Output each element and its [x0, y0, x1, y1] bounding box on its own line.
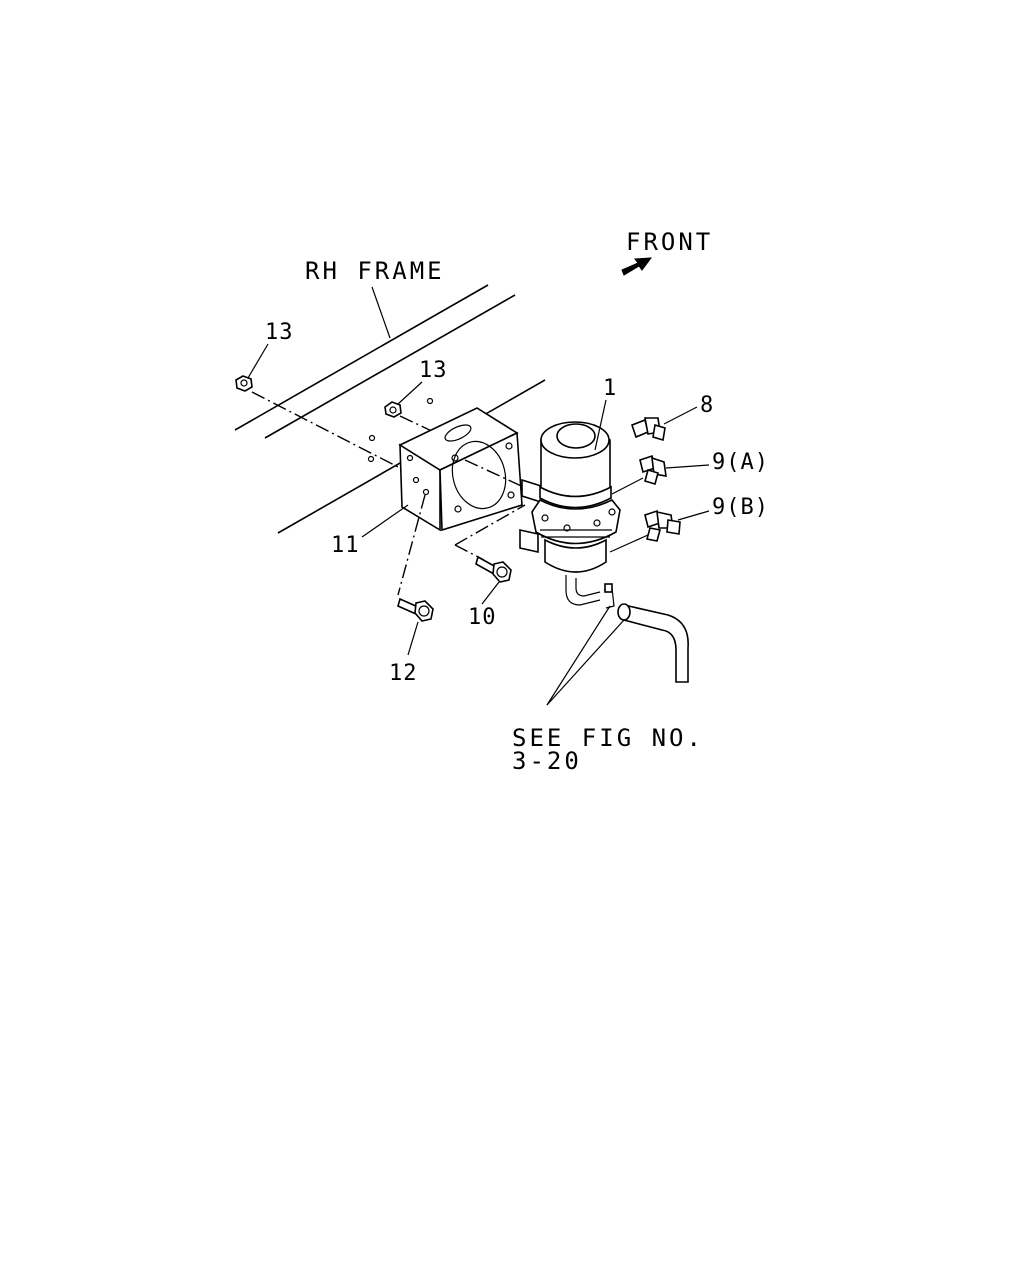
see-fig-leader: [546, 605, 611, 706]
fuel-filter-1: [519, 421, 621, 606]
see-fig-label: SEE FIG NO.: [512, 724, 704, 752]
frame-hole: [368, 434, 376, 442]
fitting-9b: [644, 509, 681, 542]
rh-frame-leader: [371, 286, 391, 339]
callout-13-middle: 13: [419, 358, 448, 383]
frame-hole: [367, 455, 375, 463]
front-label: FRONT: [626, 228, 713, 256]
center-line: [454, 504, 526, 546]
bolt-10: [475, 555, 512, 583]
callout-13-left: 13: [265, 320, 294, 345]
fitting-8: [630, 417, 666, 442]
rh-frame-label: RH FRAME: [305, 257, 445, 285]
frame-hole: [426, 397, 434, 405]
center-line: [397, 494, 426, 596]
nut-13-left: [235, 375, 253, 392]
callout-11: 11: [331, 533, 360, 558]
see-fig-leader: [546, 619, 625, 706]
callout-10: 10: [468, 605, 497, 630]
fuel-hose: [603, 583, 689, 683]
see-fig-number: 3-20: [512, 747, 582, 775]
callout-12: 12: [389, 661, 418, 686]
callout-1: 1: [603, 376, 617, 401]
callout-9a: 9(A): [712, 450, 769, 475]
center-line: [464, 459, 531, 491]
callout-9b: 9(B): [712, 495, 769, 520]
callout-8: 8: [700, 393, 714, 418]
bolt-12: [397, 597, 434, 622]
bracket-11: [398, 407, 523, 532]
front-arrow-icon: [621, 257, 653, 276]
nut-13-middle: [384, 401, 402, 418]
fitting-9a: [639, 454, 667, 486]
